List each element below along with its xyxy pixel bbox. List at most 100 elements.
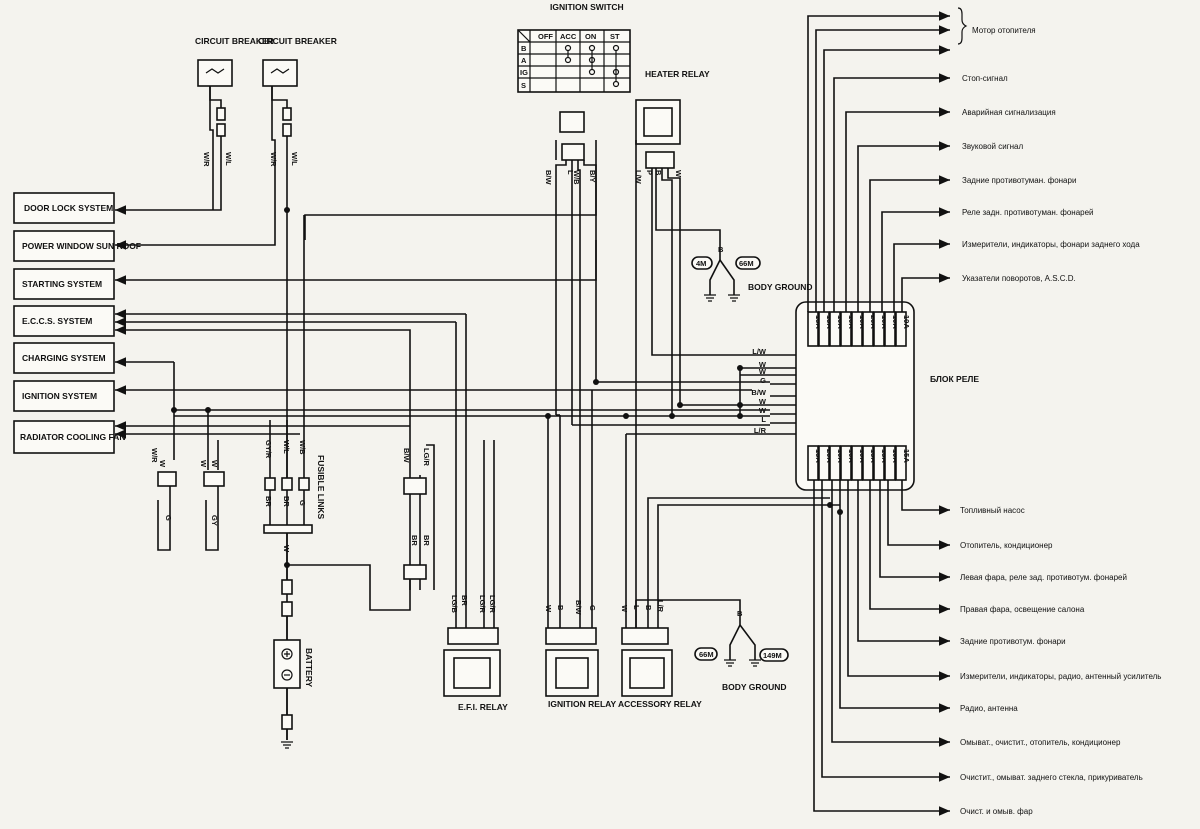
output-wire — [881, 207, 950, 312]
charging-system-box — [13, 342, 115, 374]
output-wire — [879, 480, 950, 582]
wire-label: P — [645, 170, 654, 175]
bus-wire-label: W — [759, 397, 767, 406]
ignition-system-label: IGNITION SYSTEM — [22, 391, 97, 401]
bus-wire-label: L — [761, 415, 766, 424]
output-wire — [869, 480, 950, 614]
body-ground-top: 4M 66M BODY GROUND — [691, 256, 813, 302]
wire-label: W/R — [269, 152, 278, 167]
wire-label: LG/R — [422, 448, 431, 466]
output-wire — [857, 480, 950, 646]
output-label: Омыват., очистит., отопитель, кондиционе… — [960, 738, 1121, 747]
bus-wire-label: G — [760, 376, 766, 385]
wire-label: W/L — [290, 152, 299, 166]
wire-label: W/R — [202, 152, 211, 167]
wire-label: B — [718, 245, 724, 254]
wire-label: GY — [210, 515, 219, 526]
ignition-connector — [559, 111, 585, 161]
switch-row-ig: IG — [520, 68, 528, 77]
wire-label: W — [544, 605, 553, 613]
wire-label: L — [566, 170, 575, 175]
fuse — [873, 311, 885, 347]
output-label: Очистит., омыват. заднего стекла, прикур… — [960, 773, 1143, 782]
wire-labels: W/R W/L W/R W/L B/W L W/B B/Y L/W P B W … — [150, 152, 743, 618]
wire-label: B — [644, 605, 653, 611]
wire-label: L/R — [656, 600, 665, 613]
ignition-switch-label: IGNITION SWITCH — [550, 2, 624, 12]
wire-label: L/W — [634, 170, 643, 185]
wire-label: LG/R — [478, 595, 487, 613]
wire-label: LG/R — [488, 595, 497, 613]
charging-system-label: CHARGING SYSTEM — [22, 353, 106, 363]
accessory-relay-label: ACCESSORY RELAY — [618, 699, 702, 709]
output-label: Измерители, индикаторы, радио, антенный … — [960, 672, 1161, 681]
wire-label: B/Y — [588, 170, 597, 183]
wire-label: GY/R — [264, 440, 273, 459]
battery: BATTERY — [273, 579, 314, 749]
wire-label: W — [210, 460, 219, 468]
efi-relay: E.F.I. RELAY — [443, 440, 508, 712]
eccs-system-box — [13, 305, 115, 337]
wire-label: W — [674, 170, 683, 178]
wire-label: W — [158, 460, 167, 468]
output-wire — [845, 107, 950, 312]
output-label: Задние противотум. фонари — [960, 637, 1066, 646]
output-label: Измерители, индикаторы, фонари заднего х… — [962, 240, 1140, 249]
eccs-system-label: E.C.C.S. SYSTEM — [22, 316, 92, 326]
fuse — [851, 311, 863, 347]
output-label: Левая фара, реле зад. противотум. фонаре… — [960, 573, 1127, 582]
fusible-links-label: FUSIBLE LINKS — [316, 455, 326, 520]
wire-label: W/R — [150, 448, 159, 463]
fuse — [884, 445, 896, 481]
ignition-switch: IGNITION SWITCH OFF ACC ON ST B A IG S — [517, 2, 631, 93]
bus-wire-label: W — [759, 367, 767, 376]
wire-label: W — [199, 460, 208, 468]
fuse-rating: 15A — [902, 449, 911, 463]
output-label: Очист. и омыв. фар — [960, 807, 1033, 816]
wire-label: B/W — [574, 600, 583, 616]
wire-label: L — [632, 605, 641, 610]
junction — [837, 509, 843, 515]
output-label: Стоп-сигнал — [962, 74, 1008, 83]
output-label: Звуковой сигнал — [962, 142, 1024, 151]
output-wire — [813, 480, 950, 816]
body-ground-bottom-label: BODY GROUND — [722, 682, 787, 692]
battery-label: BATTERY — [304, 648, 314, 688]
output-wire — [893, 239, 950, 312]
switch-header-off: OFF — [538, 32, 553, 41]
wire-label: B/W — [544, 170, 553, 186]
wire-label: BR — [422, 535, 431, 546]
fuse — [807, 445, 819, 481]
starting-system-label: STARTING SYSTEM — [22, 279, 102, 289]
ground-code-66m-bottom: 66M — [699, 650, 714, 659]
output-wire — [857, 141, 950, 312]
body-ground-bottom: 66M 149M BODY GROUND — [694, 624, 789, 692]
output-wire — [887, 480, 950, 550]
body-ground-top-label: BODY GROUND — [748, 282, 813, 292]
ground-code-4m: 4M — [696, 259, 706, 268]
fusible-links: FUSIBLE LINKS — [263, 215, 411, 611]
fuse-row-top: 15A15A10A10A10A20A10A10A10A — [807, 311, 911, 347]
heater-relay: HEATER RELAY — [635, 69, 710, 169]
output-label: Задние противотуман. фонари — [962, 176, 1076, 185]
circuit-breaker-2-label: CIRCUIT BREAKER — [258, 36, 337, 46]
fuse — [818, 445, 830, 481]
output-label: Радио, антенна — [960, 704, 1018, 713]
wire-label: B — [654, 170, 663, 176]
accessory-relay: ACCESSORY RELAY — [618, 434, 702, 709]
bus-wire-label: W — [759, 360, 767, 369]
wire-label: W/B — [572, 170, 581, 185]
output-label: Топливный насос — [960, 506, 1025, 515]
wire-label: G — [588, 605, 597, 611]
ground-code-149m: 149M — [763, 651, 782, 660]
output-label: Реле задн. противотуман. фонарей — [962, 208, 1094, 217]
fuse — [895, 311, 907, 347]
wire-label: G — [298, 500, 307, 506]
wire-label: W — [620, 605, 629, 613]
output-wire — [833, 73, 950, 312]
fuse — [895, 445, 907, 481]
bus-wire-label: B/W — [751, 388, 767, 397]
output-label: Отопитель, кондиционер — [960, 541, 1053, 550]
